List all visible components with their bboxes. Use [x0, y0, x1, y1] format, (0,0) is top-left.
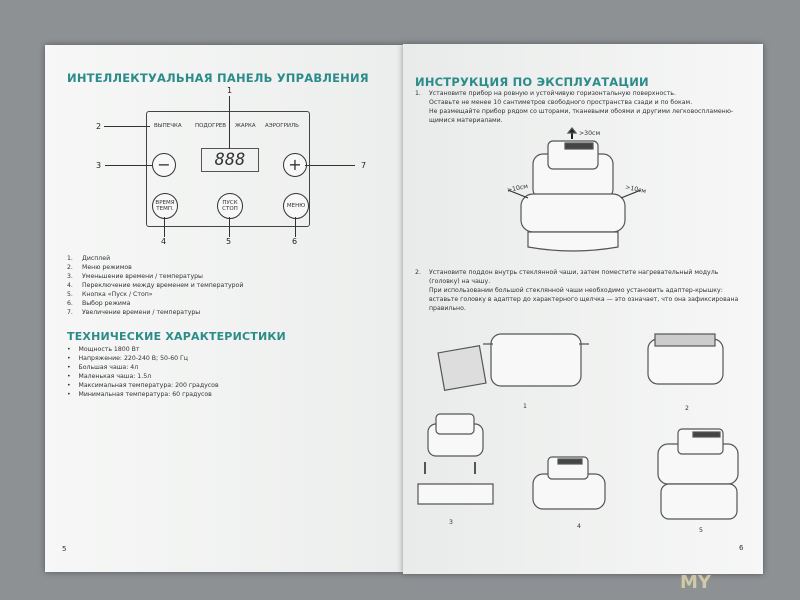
specs-list: • Мощность 1800 Вт • Напряжение: 220-240…	[67, 345, 219, 399]
callout-5: 5	[226, 237, 232, 246]
stop-label: СТОП	[222, 206, 238, 212]
page-number-left: 5	[62, 545, 67, 553]
page-number-right: 6	[739, 544, 744, 552]
panel-frame	[146, 111, 310, 227]
spec-item: • Большая чаша: 4л	[67, 364, 139, 371]
dim-top: >30см	[579, 130, 601, 137]
mode-airgrill: АЭРОГРИЛЬ	[265, 123, 299, 129]
callout-line	[104, 126, 150, 127]
legend-item: 2.Меню режимов	[67, 264, 132, 271]
mode-fry: ЖАРКА	[235, 123, 256, 129]
callout-line	[164, 217, 165, 237]
time-temp-label-2: ТЕМП.	[156, 206, 174, 212]
mode-bake: ВЫПЕЧКА	[154, 123, 182, 129]
callout-4: 4	[161, 237, 167, 246]
callout-line	[229, 96, 230, 149]
watermark: MY	[680, 572, 711, 593]
callout-line	[229, 217, 230, 237]
step3-icon	[417, 413, 494, 505]
legend-item: 6.Выбор режима	[67, 300, 131, 307]
start-label: ПУСК	[222, 200, 238, 206]
appliance-illustrations	[417, 127, 739, 520]
spec-item: • Напряжение: 220-240 В; 50-60 Гц	[67, 355, 189, 362]
callout-line	[295, 217, 296, 237]
legend-item: 3.Уменьшение времени / температуры	[67, 273, 203, 280]
callout-7: 7	[361, 161, 367, 170]
callout-1: 1	[227, 86, 233, 95]
plus-button[interactable]: +	[283, 153, 307, 177]
fig-2-label: 2	[685, 405, 689, 412]
right-page: ИНСТРУКЦИЯ ПО ЭКСПЛУАТАЦИИ 1. Установите…	[403, 44, 763, 574]
spec-item: • Мощность 1800 Вт	[67, 346, 140, 353]
step4-icon	[532, 456, 606, 510]
spec-item: • Максимальная температура: 200 градусов	[67, 382, 219, 389]
display: 888	[201, 148, 259, 172]
glass-bowl-icon	[483, 333, 589, 387]
legend-item: 4.Переключение между временем и температ…	[67, 282, 244, 289]
fig-1-label: 1	[523, 403, 527, 410]
callout-line	[305, 165, 355, 166]
instructions-title: ИНСТРУКЦИЯ ПО ЭКСПЛУАТАЦИИ	[415, 75, 649, 89]
callout-3: 3	[96, 161, 102, 170]
legend-item: 5.Кнопка «Пуск / Стоп»	[67, 291, 153, 298]
mode-reheat: ПОДОГРЕВ	[195, 123, 227, 129]
menu-button[interactable]: МЕНЮ	[283, 193, 309, 219]
fig-3-label: 3	[449, 519, 453, 526]
callout-line	[105, 165, 152, 166]
tray-icon	[437, 344, 487, 392]
specs-title: ТЕХНИЧЕСКИЕ ХАРАКТЕРИСТИКИ	[67, 330, 286, 343]
legend-item: 7.Увеличение времени / температуры	[67, 309, 201, 316]
airfryer-clearance-icon	[520, 140, 626, 252]
step-1-number: 1.	[415, 90, 421, 97]
step-2-number: 2.	[415, 269, 421, 276]
spec-item: • Маленькая чаша: 1.5л	[67, 373, 152, 380]
step5-icon	[657, 428, 739, 520]
fig-5-label: 5	[699, 527, 703, 534]
left-page: ИНТЕЛЛЕКТУАЛЬНАЯ ПАНЕЛЬ УПРАВЛЕНИЯ ВЫПЕЧ…	[45, 45, 403, 572]
legend-item: 1.Дисплей	[67, 255, 111, 262]
callout-6: 6	[292, 237, 298, 246]
time-temp-label-1: ВРЕМЯ	[155, 200, 175, 206]
fig-4-label: 4	[577, 523, 581, 530]
step-1-text: Установите прибор на ровную и устойчивую…	[429, 90, 734, 124]
step-2-text: Установите поддон внутрь стеклянной чаши…	[429, 269, 739, 312]
spec-item: • Минимальная температура: 60 градусов	[67, 391, 212, 398]
legend-list: 1.Дисплей 2.Меню режимов 3.Уменьшение вр…	[67, 254, 243, 317]
panel-title: ИНТЕЛЛЕКТУАЛЬНАЯ ПАНЕЛЬ УПРАВЛЕНИЯ	[67, 71, 369, 85]
callout-2: 2	[96, 122, 102, 131]
arrow-up-icon	[566, 127, 578, 139]
bowl-with-tray-icon	[647, 333, 724, 385]
minus-button[interactable]: −	[152, 153, 176, 177]
